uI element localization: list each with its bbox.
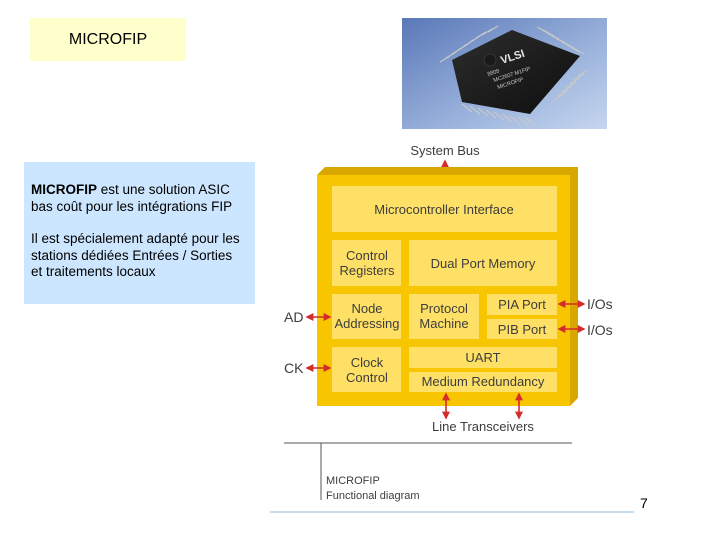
description-paragraph-2: Il est spécialement adapté pour les stat… (31, 231, 240, 279)
pib-port-label: PIB Port (498, 322, 547, 337)
chip-pins (439, 25, 589, 127)
chip-body (452, 30, 580, 114)
description-box: MICROFIP est une solution ASIC bas coût … (24, 162, 255, 304)
control-registers-label-1: Control (346, 248, 388, 263)
caption-line-1: MICROFIP (326, 475, 380, 487)
block-pia-port (487, 294, 557, 315)
control-registers-label-2: Registers (340, 263, 395, 278)
dual-port-memory-label: Dual Port Memory (431, 256, 536, 271)
ad-label: AD (284, 309, 303, 325)
description-bold: MICROFIP (31, 182, 97, 197)
chip-photo-svg: VLSI 8808 MC2607 M1FIP MICROFIP (402, 18, 607, 129)
chip-photo: VLSI 8808 MC2607 M1FIP MICROFIP (402, 18, 607, 129)
block-clock-control (332, 347, 401, 392)
slide-title-text: MICROFIP (68, 30, 148, 48)
block-uart (409, 347, 557, 368)
caption-line-2: Functional diagram (326, 490, 420, 502)
block-medium-redundancy (409, 372, 557, 392)
clock-control-label-2: Control (346, 370, 388, 385)
chip-pin1-mark (483, 53, 497, 67)
slide-title: MICROFIP (30, 18, 186, 61)
node-addressing-label-1: Node (351, 301, 382, 316)
description-paragraph-1: MICROFIP est une solution ASIC bas coût … (31, 182, 247, 215)
line-transceivers-label: Line Transceivers (432, 419, 534, 434)
medium-redundancy-label: Medium Redundancy (422, 374, 545, 389)
node-addressing-label-2: Addressing (334, 316, 399, 331)
block-pib-port (487, 319, 557, 339)
block-control-registers (332, 240, 401, 286)
ios-b-label: I/Os (587, 322, 613, 338)
uart-label: UART (465, 350, 500, 365)
description-line1-rest: est une solution ASIC bas coût pour les … (31, 182, 233, 214)
ios-a-label: I/Os (587, 296, 613, 312)
functional-diagram: System Bus Microcontroller Interface Con… (270, 143, 634, 513)
pia-port-label: PIA Port (498, 297, 546, 312)
block-node-addressing (332, 294, 401, 339)
page-number: 7 (640, 495, 648, 511)
ck-label: CK (284, 360, 304, 376)
block-microcontroller-interface (332, 186, 557, 232)
block-dual-port-memory (409, 240, 557, 286)
system-bus-label: System Bus (410, 143, 480, 158)
protocol-machine-label-1: Protocol (420, 301, 468, 316)
clock-control-label-1: Clock (351, 355, 384, 370)
microcontroller-interface-label: Microcontroller Interface (374, 202, 513, 217)
block-protocol-machine (409, 294, 479, 339)
protocol-machine-label-2: Machine (419, 316, 468, 331)
chip-marking-1: 8808 (487, 68, 501, 77)
